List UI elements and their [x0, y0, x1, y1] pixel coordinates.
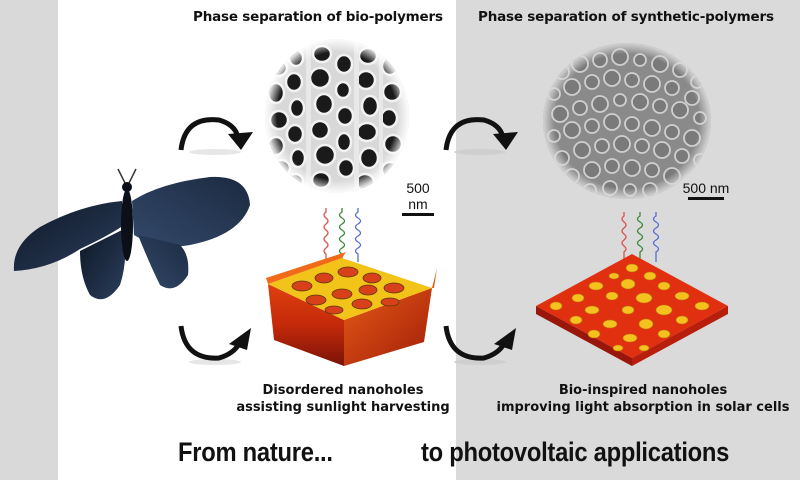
scale-bar-label: 500 nm: [406, 180, 430, 212]
synthetic-polymers-heading: Phase separation of synthetic-polymers: [478, 9, 774, 25]
butterfly-image: [13, 168, 250, 300]
sem-micrograph-bio: [265, 39, 409, 193]
caption-line: Bio-inspired nanoholes: [558, 383, 728, 398]
scale-bar-bio: 500 nm: [395, 180, 441, 216]
curved-arrow-icon: [443, 325, 516, 365]
scale-bar-label: 500 nm: [682, 180, 730, 196]
scale-bar-synthetic: 500 nm: [676, 180, 736, 200]
bio-polymers-heading: Phase separation of bio-polymers: [193, 9, 443, 25]
caption-line: Disordered nanoholes: [262, 383, 424, 398]
nanohole-slab-3d: [536, 254, 728, 366]
synthetic-nanoholes-caption: Bio-inspired nanoholes improving light a…: [488, 382, 798, 416]
caption-line: assisting sunlight harvesting: [236, 400, 450, 415]
bio-nanoholes-caption: Disordered nanoholes assisting sunlight …: [228, 382, 458, 416]
scale-bar-line: [402, 213, 434, 216]
curved-arrow-icon: [443, 117, 518, 155]
caption-line: improving light absorption in solar cell…: [496, 400, 790, 415]
light-wave-icon: [323, 208, 362, 262]
nanohole-heatmap-3d: [266, 252, 437, 366]
footer-photovoltaic: to photovoltaic applications: [421, 437, 730, 467]
curved-arrow-icon: [178, 325, 251, 365]
curved-arrow-icon: [178, 117, 253, 155]
scale-bar-line: [688, 197, 724, 200]
light-wave-icon: [621, 212, 660, 262]
footer-from-nature: From nature...: [178, 437, 333, 467]
sem-micrograph-synthetic: [543, 43, 711, 199]
